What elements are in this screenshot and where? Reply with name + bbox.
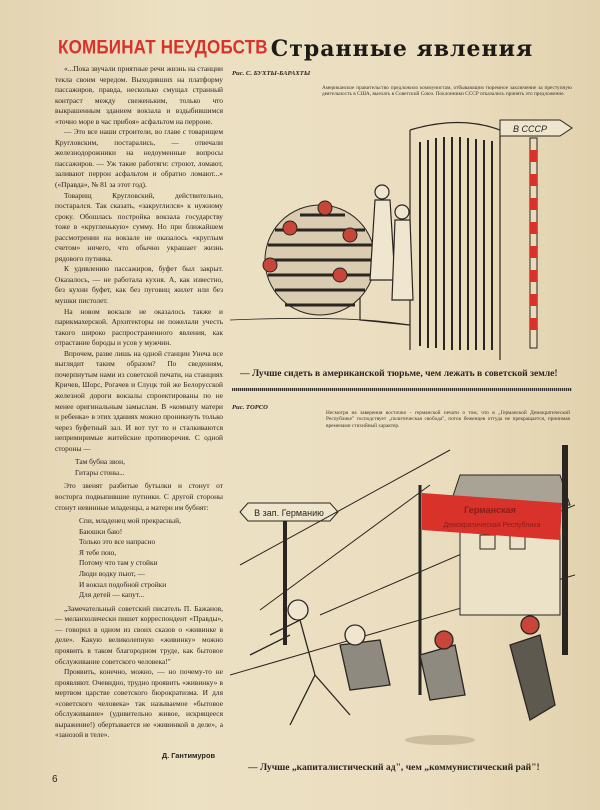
west-germany-signpost bbox=[239, 502, 339, 522]
border-post bbox=[529, 137, 538, 349]
article-paragraph: — Это все наши строители, во главе с тов… bbox=[55, 127, 223, 190]
verse-line: Спи, младенец мой прекрасный, bbox=[79, 516, 181, 526]
banner-line-2: Демократическая Республика bbox=[444, 521, 541, 529]
banner-line-1: Германская bbox=[464, 505, 516, 515]
article-paragraph: Впрочем, разве лишь на одной станции Уне… bbox=[55, 348, 223, 453]
verse-line: И вокзал подобной стройки bbox=[79, 579, 167, 589]
cartoon1-caption: — Лучше сидеть в американской тюрьме, че… bbox=[240, 368, 558, 379]
verse-line: Люди водку пьют, — bbox=[79, 569, 145, 579]
lullaby-verse: Спи, младенец мой прекрасный, Баюшки баю… bbox=[79, 516, 223, 601]
verse-line: Гитары стоны... bbox=[75, 467, 125, 477]
cartoon1-credit: Рис. С. БУХТЫ-БАРАХТЫ bbox=[232, 70, 311, 77]
gdr-building bbox=[449, 474, 571, 616]
article-paragraph: Проявить, конечно, можно, — но почему-то… bbox=[55, 667, 223, 740]
verse-line: Я тебе пою, bbox=[79, 547, 117, 557]
fleeing-people bbox=[249, 599, 556, 726]
cartoon1-blurb: Американское правительство предложило ко… bbox=[322, 85, 572, 98]
article-column: «...Пока звучали приятные речи жизнь на … bbox=[55, 64, 223, 761]
section-title: Странные явления bbox=[270, 36, 534, 62]
west-germany-sign-text: В зап. Германию bbox=[254, 508, 324, 518]
verse-line: Потому что там у стойки bbox=[79, 558, 158, 568]
ussr-sign-text: В СССР bbox=[513, 124, 547, 134]
cartoon2-caption: — Лучше „капиталистический ад", чем „ком… bbox=[248, 762, 540, 773]
verse-line: Для детей — капут... bbox=[79, 590, 145, 600]
gdr-banner: Германская Демократическая Республика bbox=[422, 493, 562, 540]
rubric-title: КОМБИНАТ НЕУДОБСТВ bbox=[58, 36, 268, 58]
cartoon2-blurb: Несмотря на заверения восточно - германс… bbox=[326, 410, 570, 429]
guards bbox=[369, 184, 414, 301]
article-paragraph: Товарищ Кругловский, действительно, пост… bbox=[55, 190, 223, 263]
cartoon2-illustration: В зап. Германию Германская Демократическ… bbox=[230, 445, 575, 745]
verse-line: Только это все напрасно bbox=[79, 537, 156, 547]
article-paragraph: На новом вокзале не оказалось также и па… bbox=[55, 306, 223, 348]
ussr-signpost bbox=[499, 119, 573, 137]
prison-gate bbox=[409, 121, 501, 360]
prisoners-crowd bbox=[262, 200, 376, 316]
section-divider bbox=[232, 388, 572, 391]
verse-line: Баюшки баю! bbox=[79, 526, 123, 536]
article-paragraph: Это звенят разбитые бутылки и стонут от … bbox=[55, 481, 223, 512]
article-paragraph: „Замечательный советский писатель П. Баж… bbox=[55, 603, 223, 666]
page-number: 6 bbox=[52, 774, 58, 785]
cartoon1-illustration: В СССР bbox=[230, 119, 573, 360]
article-paragraph: К удивлению пассажиров, буфет был закрыт… bbox=[55, 264, 223, 306]
verse: Там бубна звон, Гитары стоны... bbox=[75, 457, 223, 478]
verse-line: Там бубна звон, bbox=[75, 457, 125, 467]
cartoon2-credit: Рис. ТОРСО bbox=[232, 404, 268, 411]
article-paragraph: «...Пока звучали приятные речи жизнь на … bbox=[55, 64, 223, 126]
author-signature: Д. Гантимуров bbox=[161, 750, 215, 760]
